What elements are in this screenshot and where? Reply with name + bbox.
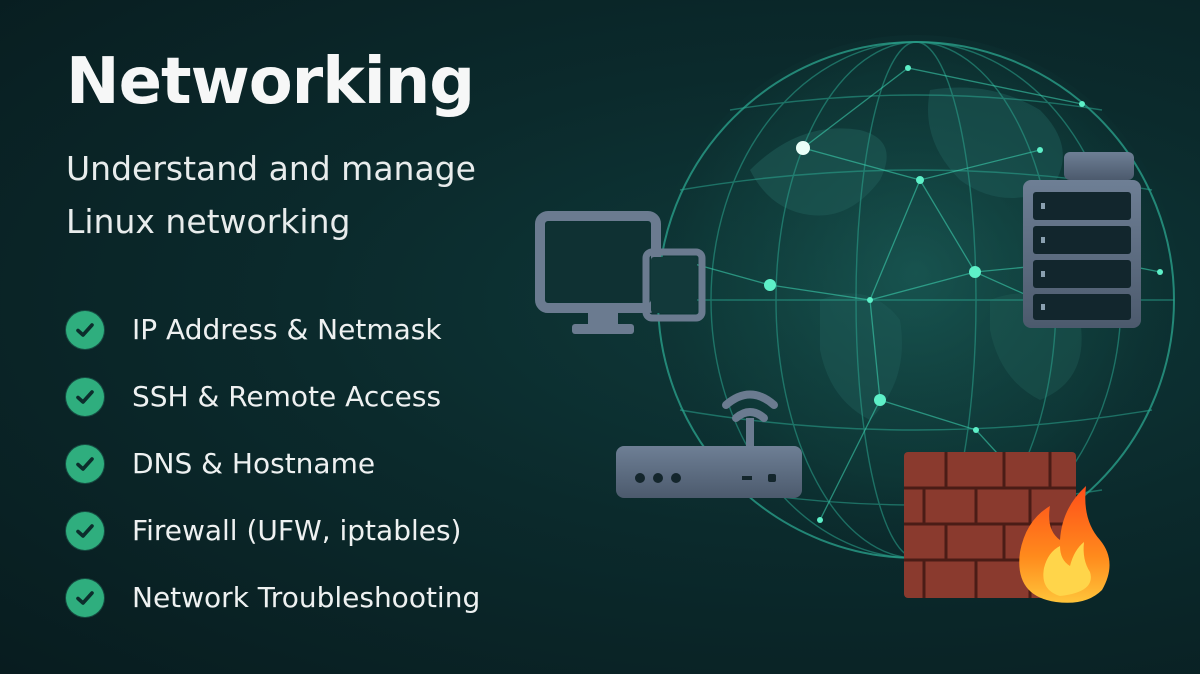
- feature-label: DNS & Hostname: [132, 447, 376, 480]
- feature-label: SSH & Remote Access: [132, 380, 442, 413]
- computer-monitor-icon: [535, 211, 706, 334]
- page-title: Networking: [66, 45, 475, 119]
- feature-label: Firewall (UFW, iptables): [132, 514, 462, 547]
- list-item: SSH & Remote Access: [66, 363, 480, 430]
- globe-icon: [651, 35, 1181, 565]
- flame-icon: [1019, 486, 1110, 603]
- list-item: IP Address & Netmask: [66, 296, 480, 363]
- firewall-icon: [904, 452, 1110, 603]
- check-icon: [66, 511, 104, 550]
- wifi-router-icon: [616, 390, 802, 498]
- text-panel: Networking Understand and manage Linux n…: [66, 44, 586, 248]
- network-illustration: [535, 35, 1181, 603]
- page-subtitle: Understand and manage Linux networking: [66, 148, 476, 241]
- feature-label: Network Troubleshooting: [132, 581, 481, 614]
- feature-list: IP Address & Netmask SSH & Remote Access…: [66, 296, 480, 631]
- feature-label: IP Address & Netmask: [132, 313, 442, 346]
- check-icon: [66, 377, 104, 416]
- check-icon: [66, 444, 104, 483]
- list-item: Network Troubleshooting: [66, 564, 480, 631]
- server-rack-icon: [1023, 152, 1141, 328]
- list-item: Firewall (UFW, iptables): [66, 497, 480, 564]
- check-icon: [66, 310, 104, 349]
- list-item: DNS & Hostname: [66, 430, 480, 497]
- check-icon: [66, 578, 104, 617]
